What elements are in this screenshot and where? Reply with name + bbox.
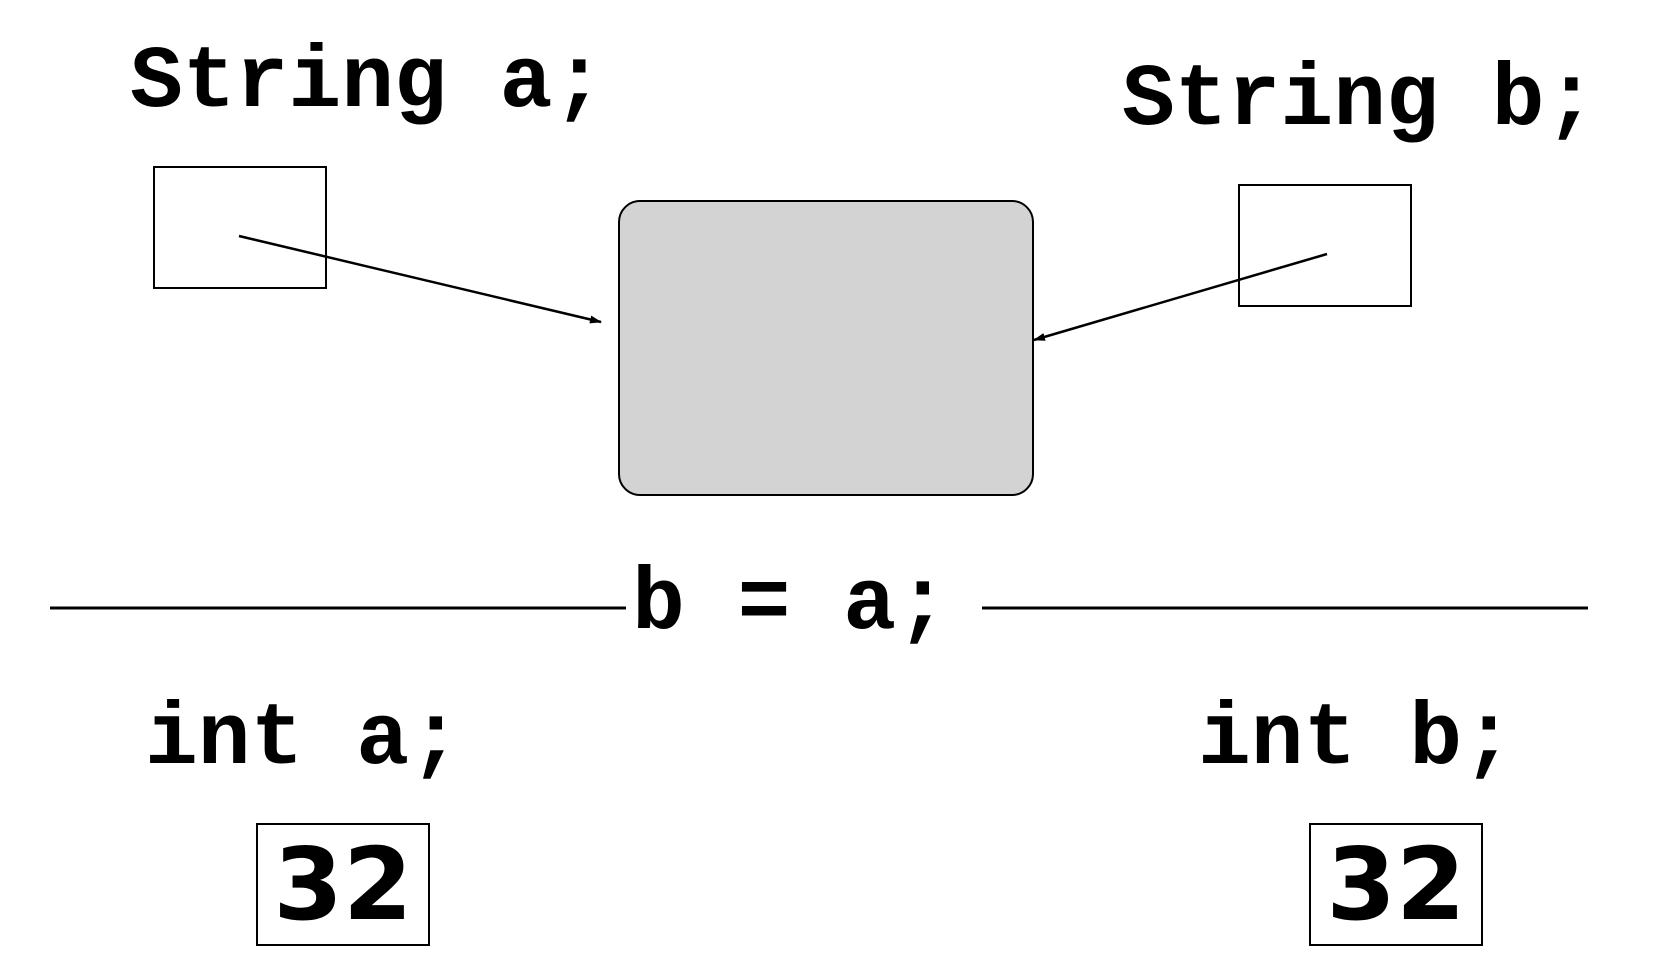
string-object-box (618, 200, 1034, 496)
int-a-value-box: 32 (256, 823, 430, 946)
reference-arrow-b (1033, 252, 1328, 342)
int-b-declaration: int b; (1198, 691, 1515, 790)
string-a-reference-box (153, 166, 327, 289)
int-a-declaration: int a; (145, 691, 462, 790)
string-b-declaration: String b; (1122, 52, 1598, 151)
string-a-declaration: String a; (130, 34, 606, 133)
string-b-reference-box (1238, 184, 1412, 307)
int-a-value: 32 (273, 825, 413, 943)
int-b-value: 32 (1326, 825, 1466, 943)
assignment-statement: b = a; (626, 562, 955, 650)
reference-arrow-a (238, 234, 602, 324)
int-b-value-box: 32 (1309, 823, 1483, 946)
